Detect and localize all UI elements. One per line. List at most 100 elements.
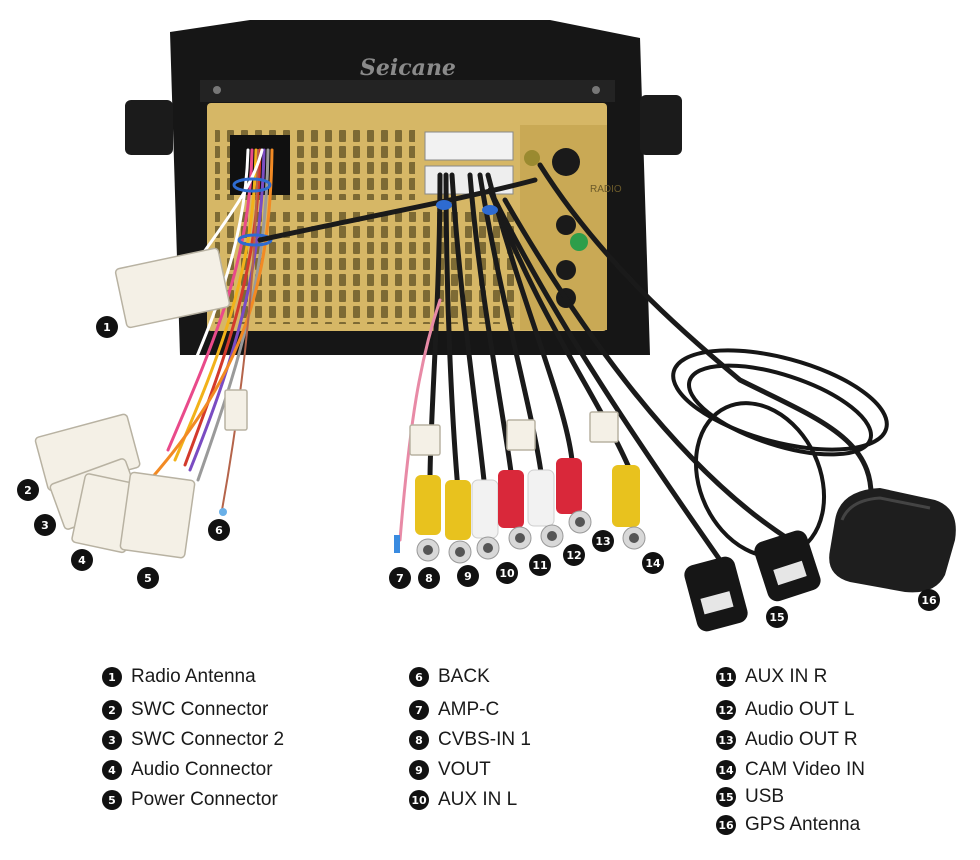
legend-label: Audio OUT R <box>745 729 858 750</box>
legend-label: CVBS-IN 1 <box>438 729 531 750</box>
callout-badge-1: 1 <box>96 316 118 338</box>
svg-text:16: 16 <box>921 594 937 607</box>
legend-item-16: 16 GPS Antenna <box>716 812 860 838</box>
legend-item-5: 5 Power Connector <box>102 787 278 813</box>
gps-antenna <box>829 488 956 593</box>
legend-item-10: 10 AUX IN L <box>409 787 517 813</box>
svg-text:5: 5 <box>144 572 152 585</box>
svg-text:8: 8 <box>425 572 433 585</box>
legend-label: USB <box>745 786 785 807</box>
screw-icon <box>592 86 600 94</box>
wiring-diagram: Seicane RADIO <box>17 20 956 632</box>
legend-label: GPS Antenna <box>745 814 861 835</box>
legend-item-13: 13 Audio OUT R <box>716 727 858 753</box>
legend-label: Audio OUT L <box>745 699 855 720</box>
legend-label: CAM Video IN <box>745 759 866 780</box>
gps-socket <box>524 150 540 166</box>
legend-item-15: 15 USB <box>716 784 784 810</box>
rca-plug-aux-in-r <box>498 470 532 550</box>
legend-item-2: 2 SWC Connector <box>102 697 268 723</box>
legend-badge: 5 <box>102 790 122 810</box>
legend-badge: 8 <box>409 730 429 750</box>
legend-badge: 14 <box>716 760 736 780</box>
back-wire-tag <box>224 389 248 431</box>
legend-label: AUX IN R <box>745 666 828 687</box>
radio-panel-label: RADIO <box>590 184 622 195</box>
aux-wire-tag <box>506 419 536 451</box>
panel-port-c <box>556 260 576 280</box>
legend-badge: 13 <box>716 730 736 750</box>
legend-item-1: 1 Radio Antenna <box>102 664 256 690</box>
callout-badge-3: 3 <box>34 514 56 536</box>
usb-plug-a <box>684 556 748 632</box>
usb-port-icon <box>773 560 807 586</box>
legend-label: AMP-C <box>438 699 500 720</box>
legend-badge: 12 <box>716 700 736 720</box>
legend-badge: 10 <box>409 790 429 810</box>
radio-socket <box>552 148 580 176</box>
legend-label: Audio Connector <box>131 759 273 780</box>
legend-item-9: 9 VOUT <box>409 757 491 783</box>
main-harness-wires <box>148 148 274 511</box>
svg-text:2: 2 <box>24 484 32 497</box>
amp-c-wire-tip <box>394 535 400 553</box>
callout-badge-7: 7 <box>389 567 411 589</box>
svg-text:6: 6 <box>215 524 223 537</box>
svg-text:12: 12 <box>566 549 581 562</box>
legend-badge: 6 <box>409 667 429 687</box>
callout-badge-12: 12 <box>563 544 585 566</box>
legend-label: AUX IN L <box>438 789 518 810</box>
white-connectors <box>34 247 619 559</box>
svg-text:10: 10 <box>499 567 515 580</box>
radio-antenna-connector <box>114 247 231 329</box>
mount-bracket-left <box>125 100 173 155</box>
legend-badge: 15 <box>716 787 736 807</box>
cam-wire-tag <box>589 411 619 443</box>
power-connector <box>119 471 196 559</box>
panel-port-a <box>556 215 576 235</box>
callout-badge-2: 2 <box>17 479 39 501</box>
svg-text:3: 3 <box>41 519 49 532</box>
svg-text:1: 1 <box>103 321 111 334</box>
top-strip <box>200 80 615 102</box>
svg-text:14: 14 <box>645 557 661 570</box>
svg-text:9: 9 <box>464 570 472 583</box>
callout-badge-15: 15 <box>766 606 788 628</box>
legend-badge: 1 <box>102 667 122 687</box>
head-unit: Seicane RADIO <box>125 20 682 355</box>
legend-label: SWC Connector <box>131 699 269 720</box>
screw-icon <box>213 86 221 94</box>
brand-logo: Seicane <box>360 55 456 81</box>
svg-text:15: 15 <box>769 611 784 624</box>
callout-badge-16: 16 <box>918 589 940 611</box>
legend-label: VOUT <box>438 759 491 780</box>
legend-label: Radio Antenna <box>131 666 256 687</box>
legend-item-4: 4 Audio Connector <box>102 757 273 783</box>
legend-item-8: 8 CVBS-IN 1 <box>409 727 531 753</box>
legend-item-3: 3 SWC Connector 2 <box>102 727 284 753</box>
legend-badge: 2 <box>102 700 122 720</box>
callout-badge-10: 10 <box>496 562 518 584</box>
rca-plug-cvbs-in-1 <box>415 475 441 562</box>
rca-plug-vout <box>445 480 472 564</box>
legend-label: Power Connector <box>131 789 278 810</box>
svg-text:4: 4 <box>78 554 86 567</box>
back-wire-tip <box>219 508 227 516</box>
rca-plug-cam-video-in <box>612 465 646 550</box>
callout-badges: 1 2 3 4 5 6 7 8 9 10 11 12 13 14 15 16 <box>17 316 940 628</box>
legend-badge: 16 <box>716 815 736 835</box>
rca-plug-aux-in-l <box>471 479 500 560</box>
svg-text:11: 11 <box>532 559 547 572</box>
legend-item-12: 12 Audio OUT L <box>716 697 854 723</box>
legend-label: SWC Connector 2 <box>131 729 285 750</box>
legend-badge: 9 <box>409 760 429 780</box>
rca-plugs <box>415 458 646 564</box>
legend-item-14: 14 CAM Video IN <box>716 757 865 783</box>
legend-badge: 7 <box>409 700 429 720</box>
callout-badge-5: 5 <box>137 567 159 589</box>
callout-badge-8: 8 <box>418 567 440 589</box>
legend-label: BACK <box>438 666 490 687</box>
usb-port-icon <box>700 591 734 615</box>
legend-badge: 3 <box>102 730 122 750</box>
callout-badge-13: 13 <box>592 530 614 552</box>
